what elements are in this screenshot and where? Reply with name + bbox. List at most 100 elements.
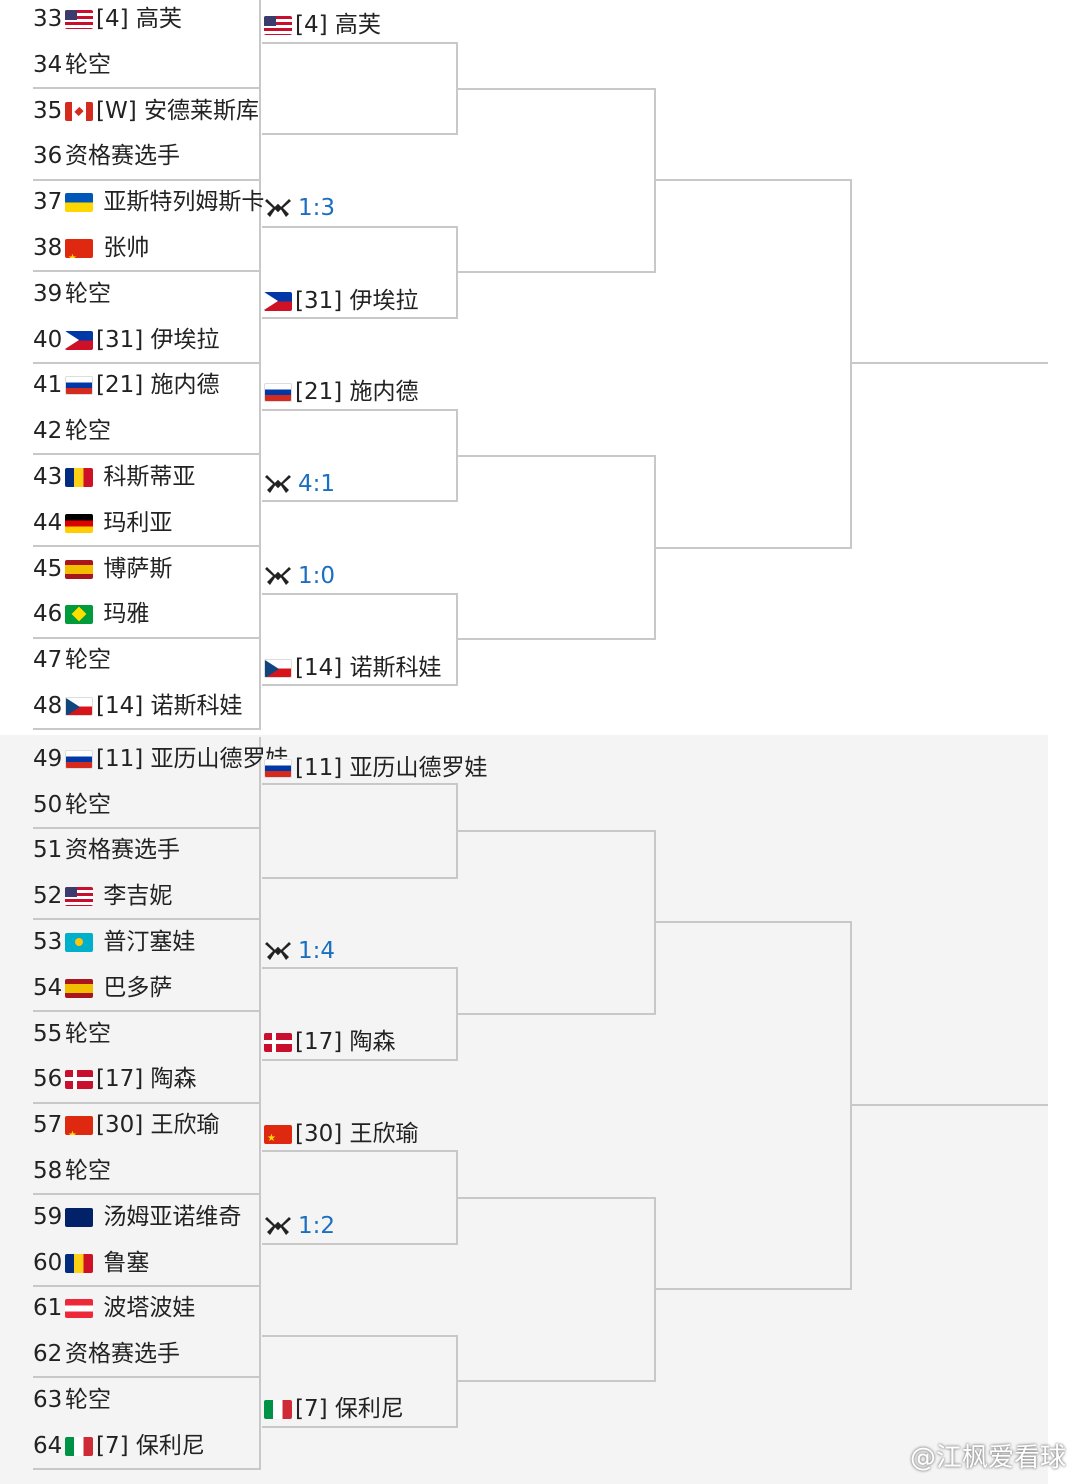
bracket-line (456, 42, 458, 135)
list-item[interactable]: 41[21] 施内德 (33, 363, 220, 407)
round2-player[interactable]: [21] 施内德 (264, 376, 419, 408)
bracket-line (262, 500, 458, 502)
score-text: 1:2 (298, 1213, 336, 1239)
player-name: 轮空 (65, 51, 111, 78)
match-score[interactable]: 1:2 (264, 1210, 335, 1242)
list-item[interactable]: 44 玛利亚 (33, 501, 172, 545)
bracket-line (262, 593, 458, 595)
draw-position: 61 (33, 1295, 63, 1322)
bracket-line (656, 921, 852, 923)
list-item[interactable]: 57[30] 王欣瑜 (33, 1103, 220, 1147)
list-item[interactable]: 43 科斯蒂亚 (33, 455, 195, 499)
round2-player[interactable]: [31] 伊埃拉 (264, 285, 419, 317)
round2-player[interactable]: [11] 亚历山德罗娃 (264, 752, 488, 784)
list-item[interactable]: 49[11] 亚历山德罗娃 (33, 737, 289, 781)
list-item[interactable]: 53 普汀塞娃 (33, 920, 195, 964)
round2-player-name: [30] 王欣瑜 (295, 1121, 419, 1147)
bracket-line (262, 684, 458, 686)
flag-ca-icon (65, 101, 93, 121)
bracket-line (262, 877, 458, 879)
bracket-line (262, 1335, 458, 1337)
flag-es-icon (65, 978, 93, 998)
bracket-line (656, 547, 852, 549)
player-name: 玛雅 (103, 601, 150, 628)
player-name: 博萨斯 (103, 555, 173, 582)
match-score[interactable]: 1:0 (264, 560, 335, 592)
round2-player[interactable]: [30] 王欣瑜 (264, 1118, 419, 1150)
list-item[interactable]: 60 鲁塞 (33, 1241, 149, 1285)
player-name: 施内德 (150, 372, 220, 399)
list-item[interactable]: 54 巴多萨 (33, 966, 172, 1010)
bracket-line (456, 409, 458, 502)
draw-position: 59 (33, 1203, 63, 1230)
bracket-line (262, 1150, 458, 1152)
flag-at-icon (65, 1299, 93, 1319)
player-name: 波塔波娃 (103, 1295, 196, 1322)
list-item[interactable]: 61 波塔波娃 (33, 1286, 195, 1330)
draw-position: 48 (33, 693, 63, 719)
list-item[interactable]: 37 亚斯特列姆斯卡 (33, 180, 264, 224)
seed-label: [W] (96, 97, 144, 124)
round2-player[interactable]: [4] 高芙 (264, 9, 381, 41)
round2-player[interactable]: [17] 陶森 (264, 1026, 396, 1058)
list-item[interactable]: 52 李吉妮 (33, 874, 172, 918)
round2-player-name: [17] 陶森 (295, 1029, 396, 1055)
list-item[interactable]: 46 玛雅 (33, 592, 149, 636)
bracket-line (456, 593, 458, 686)
flag-dk-icon (264, 1033, 292, 1052)
round2-player[interactable]: [14] 诺斯科娃 (264, 652, 442, 684)
draw-position: 40 (33, 326, 63, 353)
player-name: 轮空 (65, 647, 111, 674)
list-item[interactable]: 40[31] 伊埃拉 (33, 318, 220, 362)
player-name: 陶森 (150, 1066, 197, 1093)
draw-position: 37 (33, 189, 63, 216)
round2-player-name: [21] 施内德 (295, 379, 419, 405)
list-item[interactable]: 48[14] 诺斯科娃 (33, 684, 243, 728)
flag-dk-icon (65, 1070, 93, 1090)
bracket-line (262, 1426, 458, 1428)
seed-label: [7] (96, 1432, 136, 1459)
seed-label: [11] (96, 745, 151, 772)
score-text: 4:1 (298, 471, 336, 497)
match-score[interactable]: 4:1 (264, 468, 335, 500)
bracket-line (262, 226, 458, 228)
list-item[interactable]: 45 博萨斯 (33, 547, 172, 591)
bracket-line (654, 830, 656, 1015)
match-pair-box (33, 546, 261, 639)
round2-player[interactable]: [7] 保利尼 (264, 1393, 404, 1425)
list-item[interactable]: 64[7] 保利尼 (33, 1424, 205, 1468)
list-item[interactable]: 56[17] 陶森 (33, 1057, 197, 1101)
list-item[interactable]: 33[4] 高芙 (33, 0, 182, 41)
bracket-line (458, 830, 656, 832)
bracket-line (456, 1150, 458, 1245)
bracket-line (262, 42, 458, 44)
match-score[interactable]: 1:4 (264, 935, 335, 967)
draw-position: 51 (33, 837, 63, 864)
draw-position: 53 (33, 929, 63, 955)
match-score[interactable]: 1:3 (264, 192, 335, 224)
draw-position: 46 (33, 601, 63, 628)
list-item[interactable]: 59 汤姆亚诺维奇 (33, 1195, 241, 1239)
seed-label: [21] (96, 372, 151, 399)
player-name: 资格赛选手 (65, 1341, 180, 1368)
bracket-line (262, 1059, 458, 1061)
draw-position: 57 (33, 1112, 63, 1139)
bracket-line (456, 783, 458, 879)
draw-position: 62 (33, 1341, 63, 1368)
draw-position: 42 (33, 418, 63, 445)
bracket-line (458, 638, 656, 640)
flag-ru-icon (65, 376, 93, 396)
list-item[interactable]: 38 张帅 (33, 226, 149, 270)
list-item[interactable]: 35[W] 安德莱斯库 (33, 89, 259, 133)
